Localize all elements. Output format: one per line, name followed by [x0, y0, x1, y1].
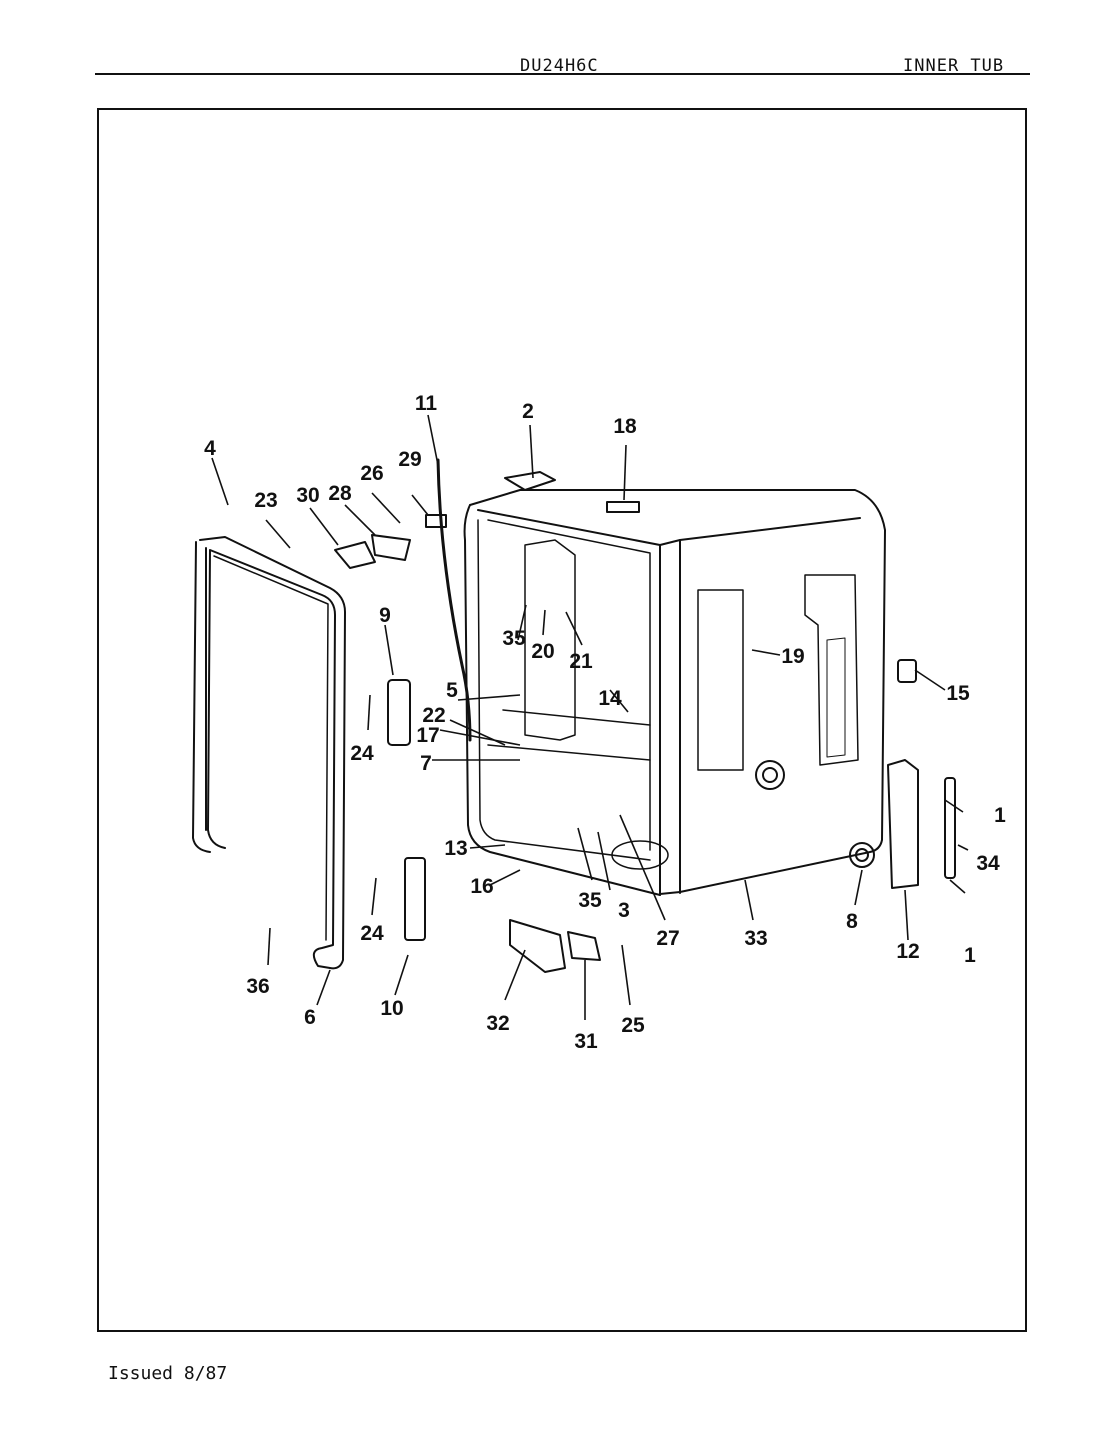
- door-gasket-drawing: [192, 536, 346, 970]
- callout-14: 14: [598, 687, 622, 710]
- bracket-30-drawing: [334, 541, 376, 569]
- callout-24: 24: [350, 742, 374, 765]
- rod-drawing: [944, 777, 956, 879]
- callout-7: 7: [420, 752, 432, 775]
- callout-5: 5: [446, 679, 458, 702]
- callout-11: 11: [415, 392, 438, 415]
- bracket-28-drawing: [371, 534, 411, 561]
- callout-27: 27: [656, 927, 679, 950]
- callout-30: 30: [296, 484, 319, 507]
- callout-22: 22: [422, 704, 445, 727]
- callout-34: 34: [976, 852, 1000, 875]
- callout-29: 29: [398, 448, 421, 471]
- header-rule: [95, 73, 1030, 75]
- callout-2: 2: [522, 400, 534, 423]
- callout-20: 20: [531, 640, 554, 663]
- model-number: DU24H6C: [520, 56, 599, 76]
- hinge-12-drawing: [887, 759, 919, 889]
- tubing-drawing: [436, 458, 472, 742]
- callout-28: 28: [328, 482, 352, 505]
- callout-17: 17: [416, 724, 439, 747]
- label-plate-18-drawing: [606, 501, 640, 513]
- callout-12: 12: [896, 940, 919, 963]
- issue-date: Issued 8/87: [108, 1363, 228, 1384]
- callout-10: 10: [380, 997, 403, 1020]
- inner-tub-drawing: [463, 489, 886, 896]
- callout-1: 1: [994, 804, 1006, 827]
- callout-8: 8: [846, 910, 858, 933]
- callout-24: 24: [360, 922, 384, 945]
- callout-18: 18: [613, 415, 637, 438]
- callout-35: 35: [578, 889, 602, 912]
- callout-35: 35: [502, 627, 526, 650]
- callout-33: 33: [744, 927, 767, 950]
- callout-31: 31: [574, 1030, 598, 1053]
- callout-26: 26: [360, 462, 383, 485]
- diagram-frame: [97, 108, 1027, 1332]
- callout-1: 1: [964, 944, 976, 967]
- callout-32: 32: [486, 1012, 509, 1035]
- switch-31-drawing: [567, 931, 601, 961]
- callout-15: 15: [946, 682, 970, 705]
- callout-3: 3: [618, 899, 630, 922]
- callout-4: 4: [204, 437, 216, 460]
- callout-16: 16: [470, 875, 493, 898]
- section-title: INNER TUB: [903, 56, 1005, 76]
- callout-9: 9: [379, 604, 391, 627]
- clip-29-drawing: [425, 514, 447, 528]
- hinge-9-drawing: [387, 679, 411, 746]
- callout-19: 19: [781, 645, 804, 668]
- callout-13: 13: [444, 837, 467, 860]
- bracket-15-drawing: [897, 659, 917, 683]
- hinge-10-drawing: [404, 857, 426, 941]
- top-bracket-drawing: [504, 471, 556, 491]
- callout-23: 23: [254, 489, 277, 512]
- callout-21: 21: [569, 650, 593, 673]
- bracket-32-drawing: [509, 919, 566, 973]
- callout-25: 25: [621, 1014, 645, 1037]
- callout-36: 36: [246, 975, 269, 998]
- callout-6: 6: [304, 1006, 316, 1029]
